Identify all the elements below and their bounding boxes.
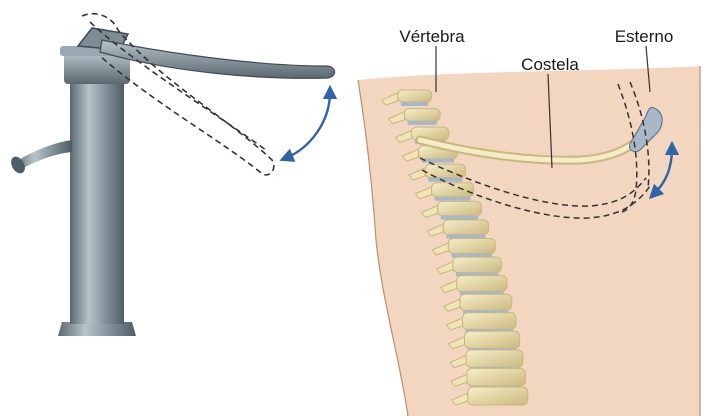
vertebra-body [468, 387, 528, 405]
water-pump-icon [8, 14, 334, 336]
sternum-label: Esterno [615, 27, 674, 46]
vertebra-body [405, 109, 441, 121]
vertebra-label: Vértebra [399, 27, 465, 46]
vertebra-body [465, 331, 520, 348]
vertebra-body [443, 220, 488, 235]
torso-illustration: Vértebra Costela Esterno [358, 27, 700, 416]
vertebra-body [457, 276, 507, 292]
vertebra-body [438, 201, 482, 215]
vertebra-body [463, 313, 517, 330]
vertebra-body [448, 239, 495, 254]
vertebra-body [460, 294, 512, 310]
intervertebral-disc [441, 216, 479, 220]
pump-column [70, 82, 124, 314]
vertebra-body [467, 368, 525, 386]
intervertebral-disc [421, 159, 454, 163]
vertebra-body [466, 350, 523, 367]
rib-label: Costela [521, 55, 579, 74]
pump-base [58, 322, 136, 336]
intervertebral-disc [435, 197, 471, 201]
vertebra-body [453, 257, 502, 272]
intervertebral-disc [408, 121, 438, 125]
pump-lever [100, 40, 335, 78]
movement-arrow-icon [286, 92, 330, 158]
intervertebral-disc [401, 102, 429, 106]
vertebra-body [398, 90, 432, 102]
